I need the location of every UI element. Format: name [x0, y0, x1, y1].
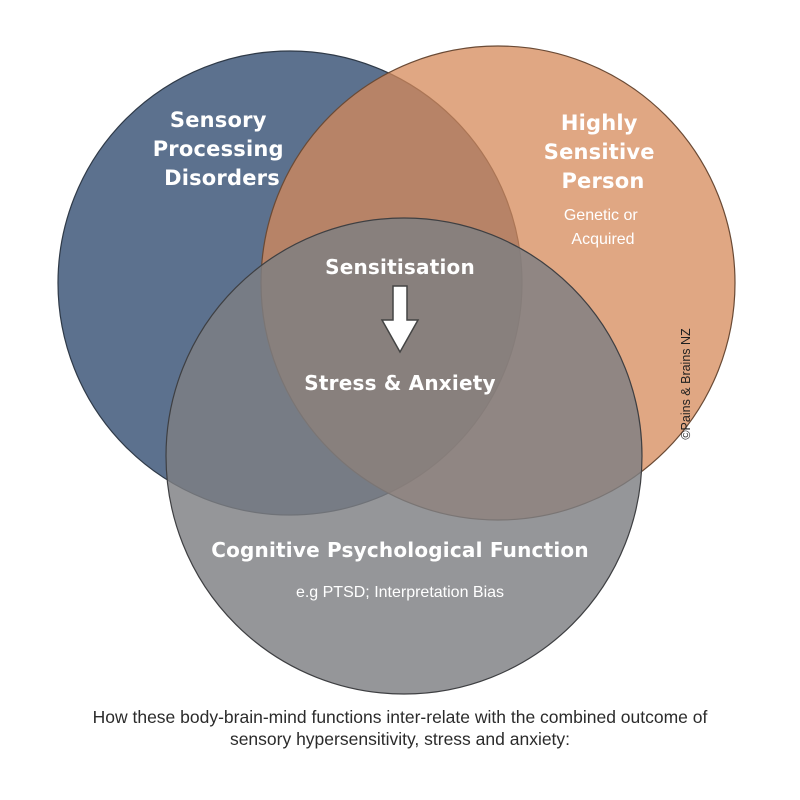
stress-anxiety-label: Stress & Anxiety	[304, 371, 495, 395]
caption-line-2: sensory hypersensitivity, stress and anx…	[229, 729, 571, 749]
cognitive-function-subtitle: e.g PTSD; Interpretation Bias	[296, 584, 504, 601]
sensory-processing-title: Sensory Processing Disorders	[153, 108, 292, 190]
cognitive-function-circle	[165, 217, 643, 695]
highly-sensitive-person-title: Highly Sensitive Person	[544, 111, 663, 193]
caption: How these body-brain-mind functions inte…	[0, 706, 800, 750]
caption-line-1: How these body-brain-mind functions inte…	[92, 707, 708, 727]
highly-sensitive-person-subtitle: Genetic or Acquired	[564, 207, 642, 248]
cognitive-function-title: Cognitive Psychological Function	[211, 538, 589, 562]
sensitisation-label: Sensitisation	[325, 255, 475, 279]
down-arrow-icon	[380, 285, 420, 354]
copyright-text: ©Pains & Brains NZ	[679, 328, 693, 440]
